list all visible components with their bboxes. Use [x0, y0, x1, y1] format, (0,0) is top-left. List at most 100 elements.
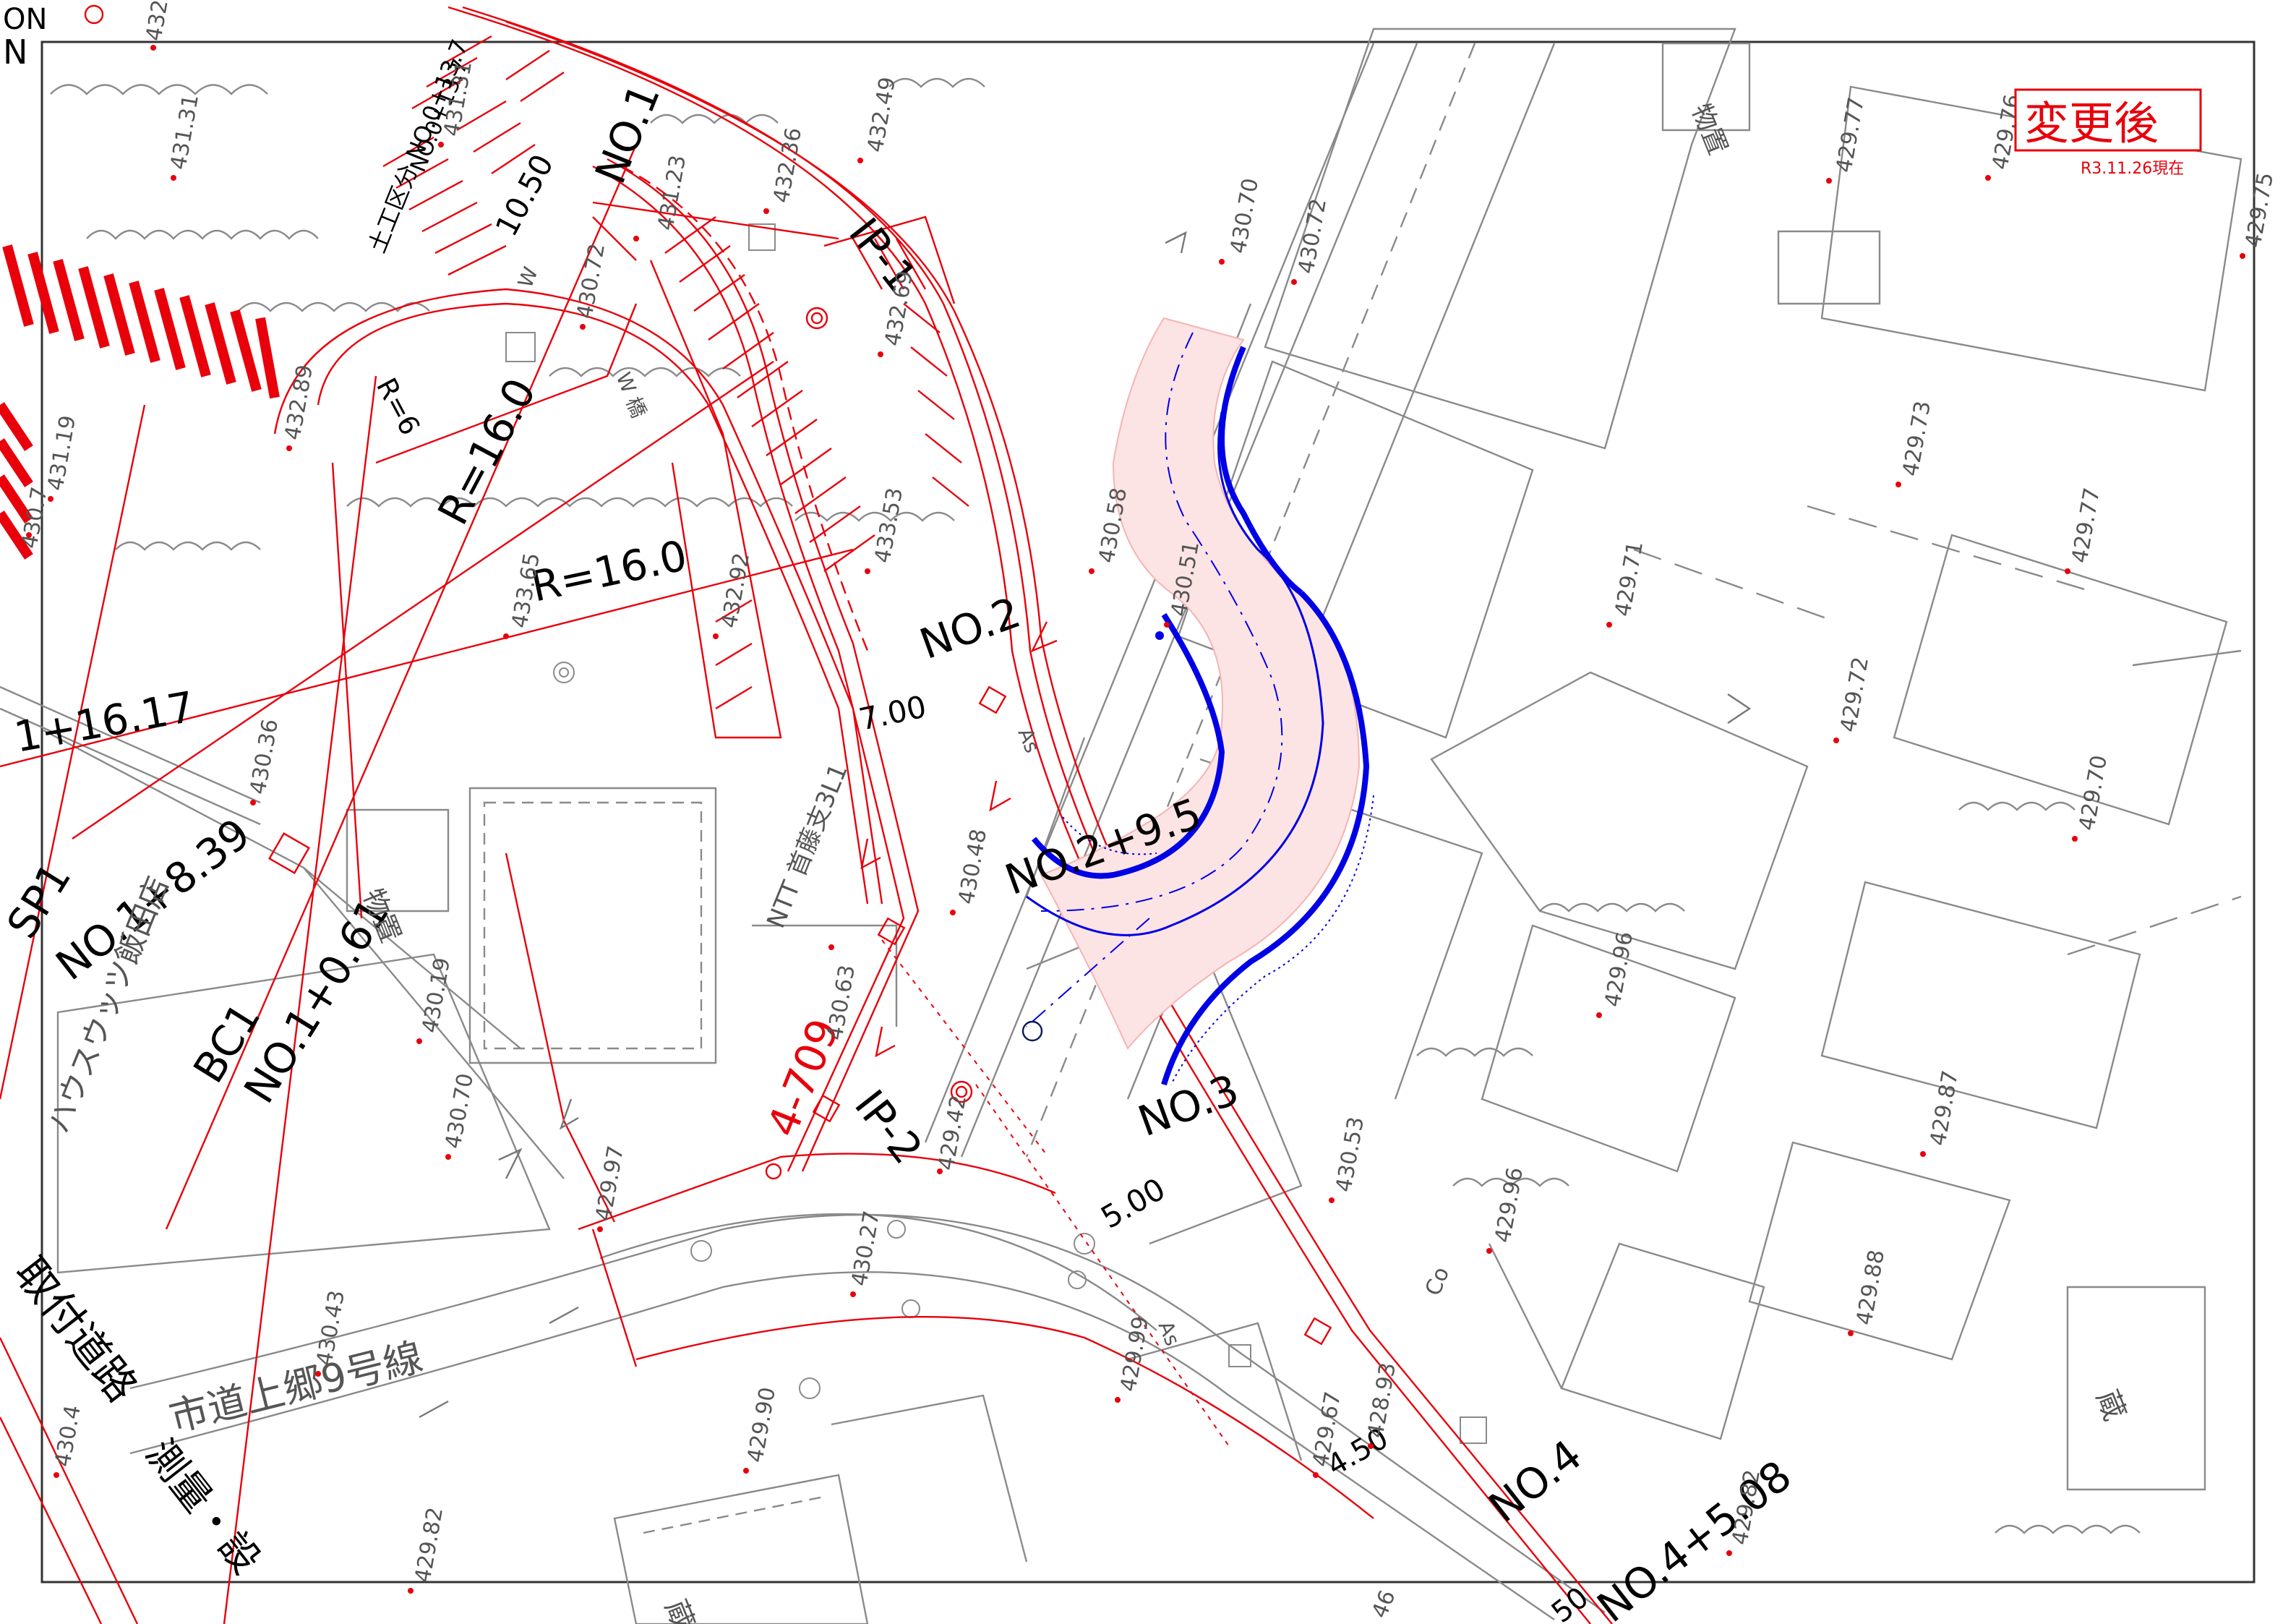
elevation-point: 429.77	[1826, 95, 1869, 184]
svg-text:429.77: 429.77	[2067, 486, 2105, 565]
label-no3: NO.3	[1132, 1065, 1246, 1146]
elevation-point: 432.89	[280, 363, 318, 451]
svg-text:431.19: 431.19	[43, 414, 81, 492]
label-width-10-50: 10.50	[489, 149, 561, 242]
elevation-point: 429.87	[1920, 1069, 1963, 1157]
elevation-point: 430.27	[847, 1209, 885, 1297]
svg-text:430.70: 430.70	[440, 1072, 479, 1150]
svg-text:429.72: 429.72	[1835, 655, 1874, 734]
label-kura-1: 蔵	[2090, 1386, 2132, 1425]
svg-text:429.90: 429.90	[742, 1385, 781, 1464]
label-asphalt-1: As	[1014, 725, 1045, 756]
stamp-title: 変更後	[2024, 97, 2159, 150]
elevation-point: 428.93	[1363, 1361, 1401, 1449]
svg-text:432.92: 432.92	[716, 551, 755, 630]
elevation-point: 430.19	[416, 956, 455, 1044]
svg-text:431.31: 431.31	[166, 93, 204, 171]
elevation-point: 430.7	[17, 485, 52, 551]
elevation-point: 429.82	[408, 1505, 448, 1594]
svg-text:429.75: 429.75	[2240, 171, 2279, 249]
elevation-point: 430.70	[1219, 176, 1264, 265]
svg-text:432.36: 432.36	[768, 126, 807, 205]
svg-text:429.97: 429.97	[591, 1144, 629, 1223]
svg-text:429.88: 429.88	[1851, 1248, 1890, 1327]
label-well: W	[513, 264, 543, 291]
label-no4: NO.4	[1480, 1430, 1591, 1532]
svg-text:430.4: 430.4	[50, 1403, 85, 1469]
elevation-point: 429.42	[933, 1093, 972, 1174]
elevation-point: 429.72	[1833, 655, 1874, 743]
label-concrete: Co	[1421, 1263, 1455, 1299]
svg-text:429.87: 429.87	[1925, 1069, 1963, 1148]
svg-text:432.89: 432.89	[280, 363, 318, 442]
svg-text:433.53: 433.53	[870, 486, 908, 565]
label-kura-2: 蔵	[659, 1596, 701, 1624]
svg-text:428.93: 428.93	[1363, 1361, 1401, 1440]
proposed-alignment	[1021, 317, 1374, 1086]
svg-text:432.49: 432.49	[862, 75, 901, 154]
elevation-point: 429.90	[742, 1385, 781, 1474]
label-1-16-17: 1+16.17	[11, 682, 199, 762]
svg-text:429.73: 429.73	[1898, 399, 1936, 478]
svg-text:429.96: 429.96	[1490, 1166, 1528, 1244]
elevation-point: 430.48	[950, 827, 992, 915]
design-lines	[0, 4, 1613, 1624]
svg-text:430.63: 430.63	[822, 963, 860, 1042]
svg-text:429.42: 429.42	[933, 1093, 972, 1172]
svg-text:430.7: 430.7	[17, 485, 52, 551]
elevation-point: 431.31	[166, 93, 204, 181]
svg-text:429.77: 429.77	[1831, 95, 1869, 174]
svg-text:430.70: 430.70	[1225, 176, 1264, 255]
svg-text:430.27: 430.27	[847, 1209, 885, 1288]
elevation-point: 429.88	[1848, 1248, 1890, 1336]
svg-text:430.72: 430.72	[572, 242, 610, 320]
label-sp1: SP1	[0, 854, 80, 946]
elevation-point: 430.72	[1291, 197, 1332, 285]
label-ntt: NTT 首藤支3L1	[761, 760, 854, 933]
label-sheet-edge: ON	[3, 3, 47, 36]
elevation-point: 430.36	[245, 717, 283, 805]
svg-text:430.48: 430.48	[954, 827, 992, 906]
label-fortysix: 46	[1367, 1586, 1401, 1622]
label-radius-c: R=6	[370, 373, 427, 440]
svg-text:430.53: 430.53	[1331, 1115, 1369, 1194]
flow-arrows	[419, 231, 1752, 1419]
svg-text:432: 432	[141, 0, 173, 43]
svg-text:429.96: 429.96	[1600, 930, 1638, 1009]
label-access-road: 取付道路	[5, 1249, 147, 1411]
elevation-point: 430.53	[1329, 1115, 1369, 1203]
label-radius-b: R=16.0	[527, 531, 691, 612]
elevation-point: 429.73	[1896, 399, 1936, 487]
elevation-point: 429.75	[2240, 171, 2279, 259]
elevation-point: 429.77	[2065, 486, 2105, 574]
label-north: N	[3, 33, 27, 72]
label-no1: NO.1	[586, 77, 669, 190]
elevation-point: 430.4	[50, 1403, 86, 1478]
svg-text:431.23: 431.23	[653, 153, 691, 232]
map-symbols	[505, 223, 1487, 1444]
svg-text:429.82: 429.82	[410, 1505, 448, 1584]
elevation-point: 431.19	[43, 414, 81, 502]
label-fifty: 50	[1546, 1581, 1595, 1624]
label-no4-5-08: NO.4+5.08	[1588, 1451, 1801, 1624]
svg-text:429.70: 429.70	[2074, 753, 2112, 832]
svg-text:429.71: 429.71	[1610, 539, 1648, 618]
elevation-point: 429.97	[591, 1144, 629, 1232]
revision-stamp: 変更後 R3.11.26現在	[2014, 88, 2202, 178]
label-ip2: IP-2	[845, 1081, 932, 1173]
elevation-point: 430.70	[440, 1072, 479, 1160]
elevation-point: 429.96	[1596, 930, 1638, 1018]
elevation-point: 432.49	[857, 75, 901, 163]
label-width-5-00: 5.00	[1095, 1171, 1171, 1235]
label-survey: 測量・設	[137, 1431, 270, 1582]
stamp-frame	[2014, 88, 2202, 152]
elevation-point: 429.70	[2072, 753, 2112, 842]
elevation-point: 433.53	[865, 486, 908, 574]
elevation-point: 430.72	[572, 242, 610, 330]
svg-text:430.36: 430.36	[245, 717, 283, 796]
elevation-point: 429.71	[1606, 539, 1648, 628]
removal-hatching	[0, 244, 280, 560]
label-radius-a: R=16.0	[428, 370, 545, 532]
elevation-point: 432.36	[763, 126, 807, 214]
